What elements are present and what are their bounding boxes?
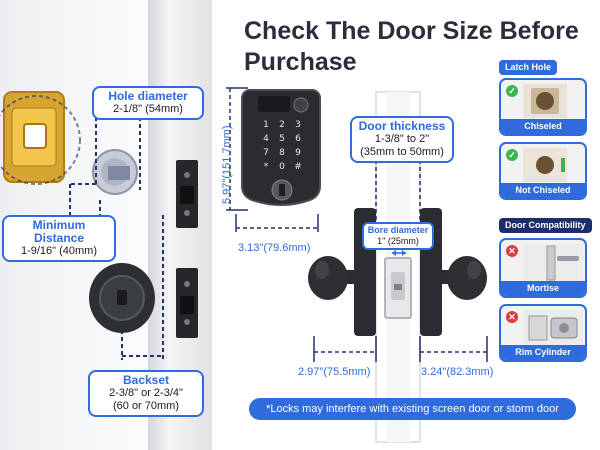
minimum-distance-callout: Minimum Distance 1-9/16" (40mm) bbox=[2, 215, 116, 262]
door-thickness-line2: (35mm to 50mm) bbox=[360, 146, 444, 158]
key-9: 9 bbox=[295, 148, 301, 158]
outside-depth-label: 3.24"(82.3mm) bbox=[421, 366, 494, 378]
mortise-panel: ✕ Mortise bbox=[499, 238, 587, 298]
chiseled-label: Chiseled bbox=[501, 119, 585, 134]
key-5: 5 bbox=[279, 134, 285, 144]
hole-diameter-callout: Hole diameter 2-1/8" (54mm) bbox=[92, 86, 204, 120]
key-3: 3 bbox=[295, 120, 301, 130]
not-chiseled-latch-image bbox=[523, 148, 567, 182]
key-hash: # bbox=[294, 162, 302, 172]
mortise-label: Mortise bbox=[501, 281, 585, 296]
key-1: 1 bbox=[263, 120, 269, 130]
rim-cylinder-panel: ✕ Rim Cylinder bbox=[499, 304, 587, 362]
minimum-distance-heading: Minimum Distance bbox=[32, 218, 86, 245]
inside-depth-label: 2.97"(75.5mm) bbox=[298, 366, 371, 378]
cross-icon: ✕ bbox=[506, 311, 518, 323]
lock-width-label: 3.13"(79.6mm) bbox=[238, 242, 311, 254]
backset-line2: (60 or 70mm) bbox=[112, 400, 180, 412]
backset-heading: Backset bbox=[122, 373, 170, 387]
mortise-lock-image bbox=[523, 244, 583, 282]
keypad-lock-illustration bbox=[241, 89, 321, 206]
minimum-distance-value: 1-9/16" (40mm) bbox=[20, 245, 98, 257]
key-7: 7 bbox=[263, 148, 269, 158]
door-thickness-callout: Door thickness 1-3/8" to 2" (35mm to 50m… bbox=[350, 116, 454, 163]
door-compatibility-tag: Door Compatibility bbox=[499, 218, 592, 233]
chiseled-panel: ✓ Chiseled bbox=[499, 78, 587, 136]
hole-diameter-heading: Hole diameter bbox=[108, 89, 188, 103]
left-hardware-illustration bbox=[0, 91, 198, 360]
bore-diameter-callout: Bore diameter 1" (25mm) bbox=[362, 222, 434, 250]
bore-diameter-value: 1" (25mm) bbox=[377, 236, 419, 246]
key-4: 4 bbox=[263, 134, 269, 144]
key-6: 6 bbox=[295, 134, 301, 144]
keypad-grid: 1 2 3 4 5 6 7 8 9 * 0 # bbox=[258, 120, 306, 172]
hole-diameter-value: 2-1/8" (54mm) bbox=[113, 103, 183, 115]
chiseled-latch-image bbox=[523, 84, 567, 118]
backset-callout: Backset 2-3/8" or 2-3/4" (60 or 70mm) bbox=[88, 370, 204, 417]
key-star: * bbox=[263, 162, 269, 172]
outside-knob bbox=[447, 256, 487, 300]
key-2: 2 bbox=[279, 120, 285, 130]
not-chiseled-panel: ✓ Not Chiseled bbox=[499, 142, 587, 200]
check-icon: ✓ bbox=[506, 85, 518, 97]
inside-knob bbox=[308, 256, 348, 300]
door-thickness-line1: 1-3/8" to 2" bbox=[374, 133, 430, 145]
compatibility-note: *Locks may interfere with existing scree… bbox=[249, 398, 576, 420]
page-title: Check The Door Size Before Purchase bbox=[244, 17, 579, 76]
key-0: 0 bbox=[279, 162, 285, 172]
cross-icon: ✕ bbox=[506, 245, 518, 257]
not-chiseled-label: Not Chiseled bbox=[501, 183, 585, 198]
check-icon: ✓ bbox=[506, 149, 518, 161]
door-thickness-heading: Door thickness bbox=[358, 119, 446, 133]
rim-cylinder-image bbox=[523, 310, 583, 346]
backset-line1: 2-3/8" or 2-3/4" bbox=[109, 387, 183, 399]
bore-diameter-heading: Bore diameter bbox=[367, 225, 429, 235]
rim-cylinder-label: Rim Cylinder bbox=[501, 345, 585, 360]
key-8: 8 bbox=[279, 148, 285, 158]
latch-hole-tag: Latch Hole bbox=[499, 60, 558, 75]
